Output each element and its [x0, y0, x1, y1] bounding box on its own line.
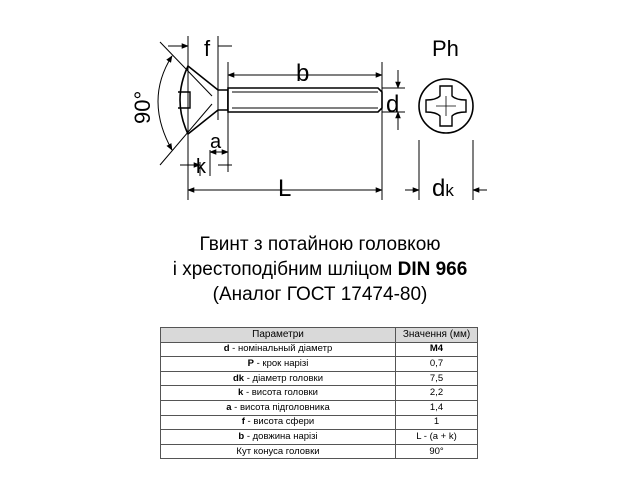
- header-values: Значення (мм): [395, 327, 478, 343]
- param-description: Кут конуса головки: [236, 445, 320, 457]
- param-symbol: k: [238, 387, 244, 399]
- label-dk-sub: k: [445, 181, 454, 200]
- dimension-lines: [157, 36, 405, 200]
- head-slot: [178, 91, 191, 109]
- label-dk: dk: [432, 175, 454, 202]
- param-description: - номінальный діаметр: [229, 343, 333, 355]
- param-cell: b - довжина нарізі: [160, 429, 396, 445]
- title-line-1: Гвинт з потайною головкою: [199, 234, 441, 255]
- param-cell: a - висота підголовника: [160, 399, 396, 416]
- param-symbol: f: [241, 416, 245, 428]
- param-symbol: P: [247, 357, 254, 369]
- header-parameters: Параметри: [160, 327, 396, 343]
- param-value: 7,5: [395, 370, 478, 387]
- label-L: L: [278, 175, 291, 202]
- table-header-row: Параметри Значення (мм): [160, 327, 478, 343]
- phillips-cross-icon: [425, 85, 467, 127]
- param-cell: f - висота сфери: [160, 414, 396, 431]
- param-cell: dk - діаметр головки: [160, 370, 396, 387]
- title-line-3: (Аналог ГОСТ 17474-80): [212, 284, 428, 305]
- title-line-2-text: і хрестоподібним шліцом: [172, 259, 398, 280]
- screw-top-view: [405, 78, 487, 200]
- param-description: - висота сфери: [244, 416, 315, 428]
- screw-head: [179, 64, 229, 136]
- param-value: L - (a + k): [395, 429, 478, 445]
- param-cell: Кут конуса головки: [160, 443, 396, 460]
- param-value: M4: [395, 341, 478, 358]
- param-value: 0,7: [395, 356, 478, 372]
- table-row: Кут конуса головки 90°: [160, 443, 478, 460]
- param-description: - висота головки: [243, 387, 318, 399]
- param-symbol: b: [238, 430, 245, 442]
- param-value: 2,2: [395, 385, 478, 401]
- label-k: k: [196, 156, 207, 178]
- label-ph: Ph: [432, 36, 459, 61]
- param-value: 90°: [395, 443, 478, 460]
- param-description: - довжина нарізі: [244, 430, 318, 442]
- head-circle: [418, 78, 474, 134]
- param-cell: k - висота головки: [160, 385, 396, 401]
- label-angle: 90°: [130, 91, 155, 124]
- param-symbol: a: [226, 401, 232, 413]
- label-dk-main: d: [432, 175, 445, 202]
- param-value: 1: [395, 414, 478, 431]
- param-value: 1,4: [395, 399, 478, 416]
- param-description: - крок нарізі: [253, 357, 309, 369]
- screw-side-view: [178, 64, 383, 136]
- param-description: - діаметр головки: [244, 372, 324, 384]
- param-cell: d - номінальный діаметр: [160, 341, 396, 358]
- label-f: f: [204, 36, 211, 61]
- parameters-table: Параметри Значення (мм) d - номінальный …: [160, 327, 478, 460]
- label-d: d: [386, 91, 399, 118]
- product-title: Гвинт з потайною головкою і хрестоподібн…: [0, 232, 640, 307]
- label-b: b: [296, 60, 309, 87]
- param-cell: P - крок нарізі: [160, 356, 396, 372]
- param-description: - висота підголовника: [231, 401, 330, 413]
- title-line-2: і хрестоподібним шліцом DIN 966: [0, 257, 640, 282]
- title-standard: DIN 966: [397, 259, 468, 280]
- screw-drawing: f b d 90° a k L Ph dk: [130, 36, 487, 202]
- label-a: a: [210, 131, 222, 153]
- param-symbol: dk: [232, 372, 245, 384]
- param-symbol: d: [223, 343, 230, 355]
